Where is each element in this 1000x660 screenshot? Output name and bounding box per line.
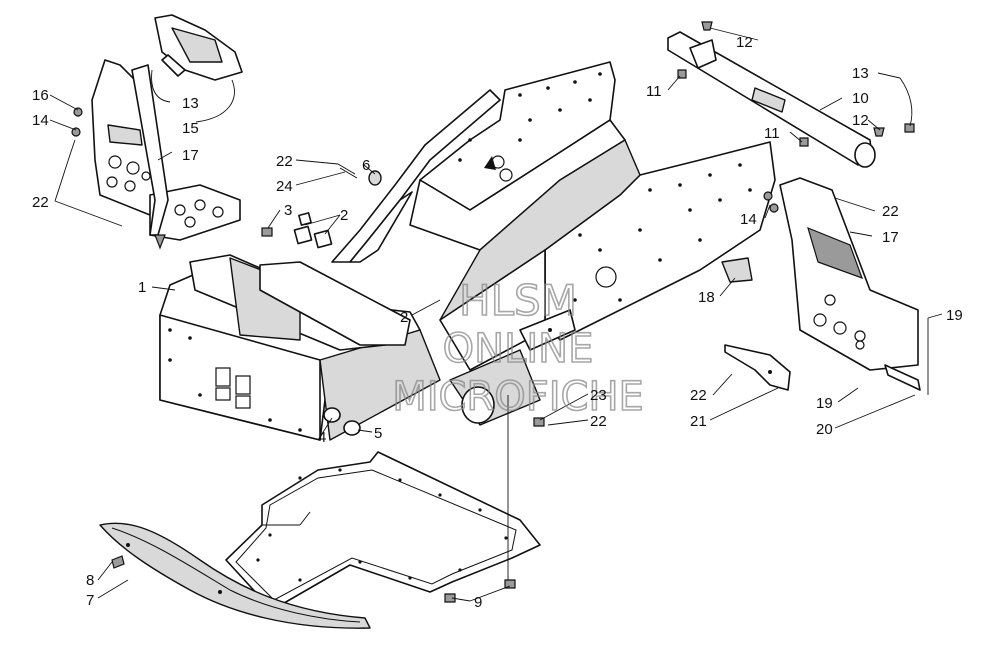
callout-11: 11: [764, 125, 780, 142]
callout-22: 22: [882, 203, 899, 220]
callout-4: 4: [318, 429, 326, 446]
chassis-rivets: [458, 72, 752, 302]
callout-14: 14: [32, 112, 49, 129]
callout-2: 2: [400, 309, 408, 326]
callout-13: 13: [182, 95, 199, 112]
callout-21: 21: [690, 413, 707, 430]
front-skid: [99, 522, 371, 629]
callout-22: 22: [690, 387, 707, 404]
callout-17: 17: [882, 229, 899, 246]
watermark-line-3: MICROFICHE: [392, 374, 644, 420]
callout-20: 20: [816, 421, 833, 438]
cross-tube: [449, 309, 576, 426]
upper-bracket-left: [154, 14, 243, 81]
callout-6: 6: [362, 157, 370, 174]
upper-frame-rail: [331, 89, 501, 263]
steering-support-left: [91, 59, 241, 250]
callout-2: 2: [340, 207, 348, 224]
callout-17: 17: [182, 147, 199, 164]
watermark: HLSM ONLINE MICROFICHE: [391, 275, 644, 421]
callout-22: 22: [32, 194, 49, 211]
watermark-line-2: ONLINE: [443, 326, 594, 372]
callout-14: 14: [740, 211, 757, 228]
callout-12: 12: [736, 34, 753, 51]
callout-5: 5: [374, 425, 382, 442]
leader-lines: [49, 27, 943, 602]
callout-1: 1: [138, 279, 146, 296]
chassis-tunnel: [409, 61, 776, 371]
watermark-line-1: HLSM: [459, 276, 577, 325]
callout-16: 16: [32, 87, 49, 104]
callout-9: 9: [474, 594, 482, 611]
callouts: 1 2 2 3 4 5 6 7 8 9 10 11 11 12 12 13 13…: [32, 34, 963, 611]
callout-22: 22: [590, 413, 607, 430]
callout-19: 19: [946, 307, 963, 324]
callout-10: 10: [852, 90, 869, 107]
callout-24: 24: [276, 178, 293, 195]
callout-13: 13: [852, 65, 869, 82]
callout-8: 8: [86, 572, 94, 589]
callout-19: 19: [816, 395, 833, 412]
belly-pan: [225, 451, 541, 611]
front-frame-rivets: [168, 328, 302, 432]
steering-support-right: [779, 177, 919, 371]
callout-7: 7: [86, 592, 94, 609]
callout-23: 23: [590, 387, 607, 404]
callout-15: 15: [182, 120, 199, 137]
callout-12: 12: [852, 112, 869, 129]
callout-3: 3: [284, 202, 292, 219]
callout-22: 22: [276, 153, 293, 170]
steering-post: [667, 31, 876, 168]
hardware: [71, 21, 921, 603]
callout-11: 11: [646, 83, 662, 100]
callout-18: 18: [698, 289, 715, 306]
front-frame: [159, 254, 441, 441]
